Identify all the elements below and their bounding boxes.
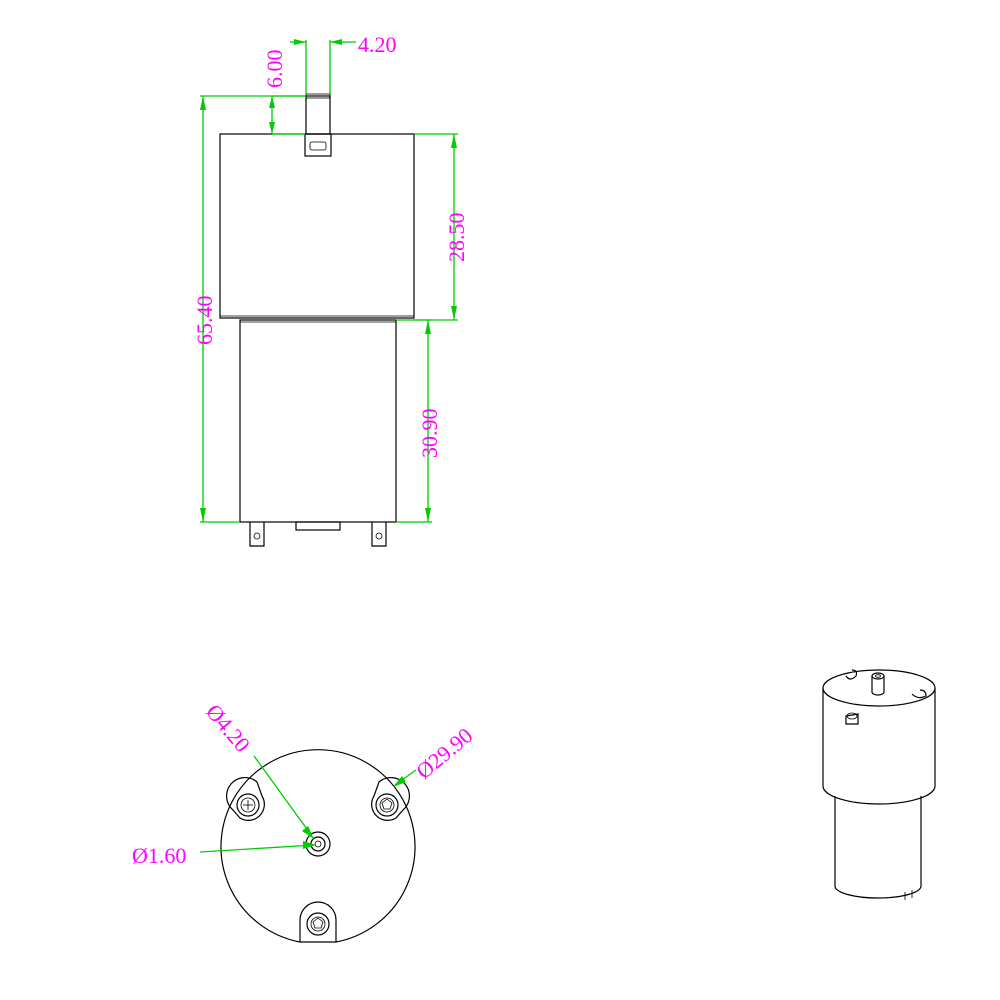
gearbox-body [219,133,415,319]
iso-motor-can [834,796,922,899]
screw-hole-bottom [306,912,330,936]
iso-front-bushing [845,712,859,725]
motor-can [239,319,397,523]
iso-top-face [822,669,936,707]
motor-end-bushing [295,521,341,531]
dim-body-diameter: Ø29.90 [411,723,477,784]
end-view-dimensions: Ø4.20 Ø29.90 Ø1.60 [132,699,477,868]
screw-hole-right [375,793,399,817]
dim-shaft-diameter: Ø4.20 [201,699,255,757]
shaft [305,95,331,135]
isometric-view [822,669,936,900]
shaft-bushing [304,133,332,157]
dim-shaft-width: 4.20 [358,32,397,57]
body-outline [220,749,416,943]
dim-gearbox-length: 28.50 [444,213,469,263]
dim-overall-length: 65.40 [192,296,217,346]
dim-shaft-flat-diameter: Ø1.60 [132,843,186,868]
end-view [220,749,416,943]
dim-motor-length: 30.90 [417,409,442,459]
iso-gearbox [822,688,936,805]
screw-hole-left [236,793,260,817]
side-view [219,93,415,547]
dim-shaft-flat-offset: 6.00 [262,50,287,89]
terminal-right [371,522,387,547]
side-view-dimensions: 6.00 4.20 65.40 28.50 30.90 [192,32,469,523]
iso-shaft [871,672,885,696]
terminal-left [249,522,265,547]
